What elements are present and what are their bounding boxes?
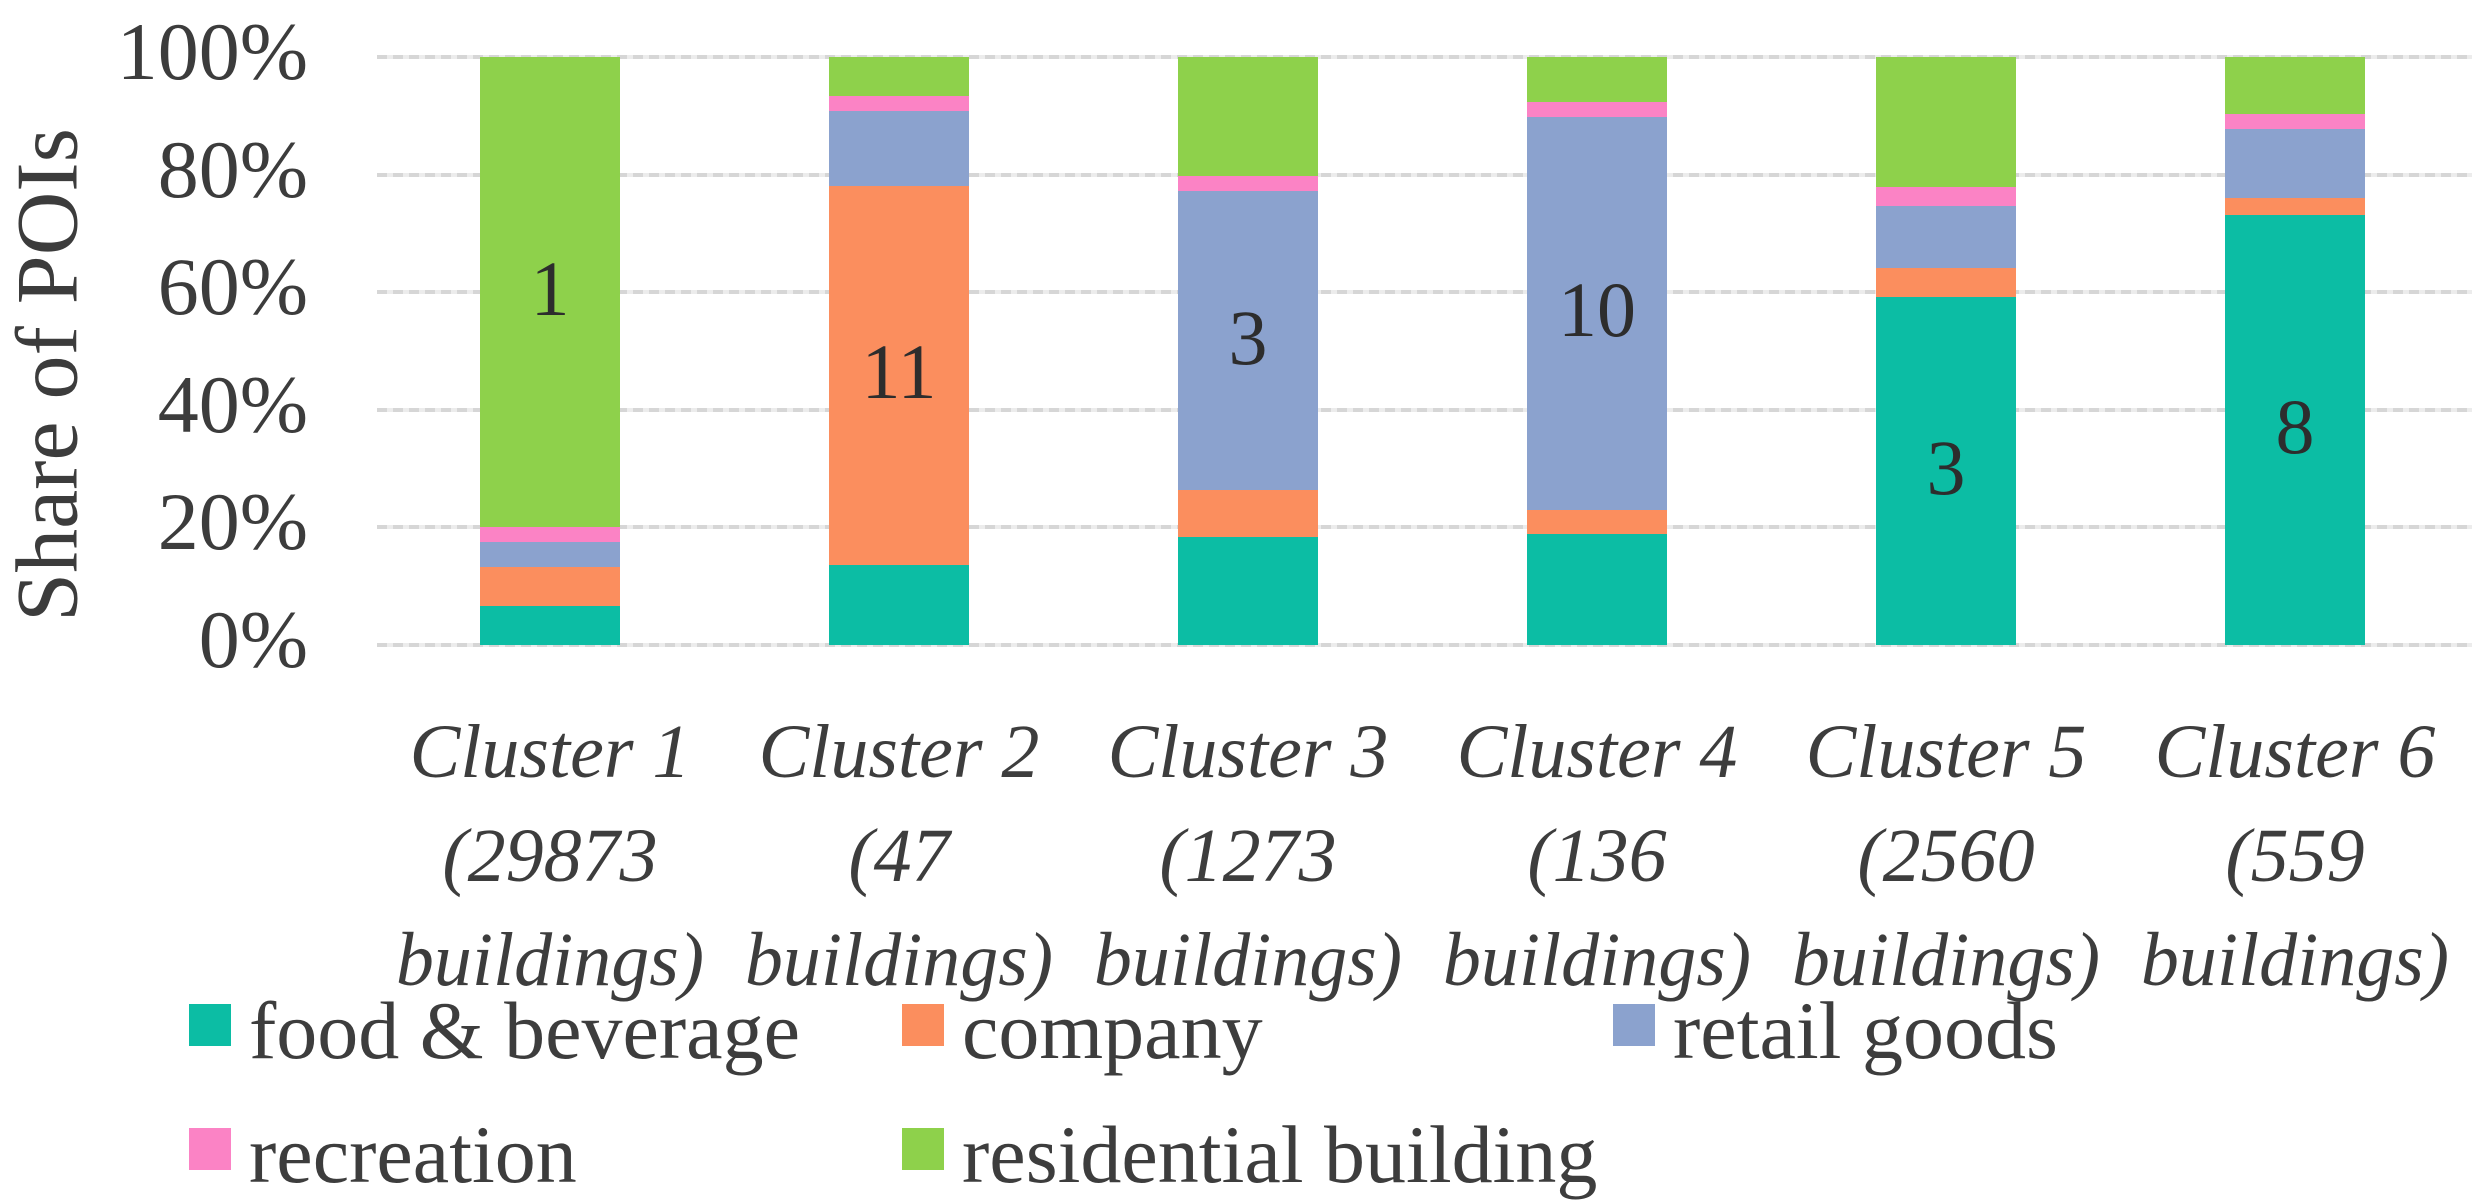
gridline xyxy=(377,55,2472,59)
bar-segment-residential-building xyxy=(2225,57,2365,115)
bar-value-label: 3 xyxy=(1926,423,1966,511)
x-axis-label: Cluster 3 (1273 buildings) xyxy=(1048,700,1448,1012)
x-axis-label-line: buildings) xyxy=(1791,918,2101,1002)
legend-item: company xyxy=(902,990,1263,1072)
bar-segment-company xyxy=(2225,198,2365,216)
x-axis-label: Cluster 1 (29873 buildings) xyxy=(350,700,750,1012)
bar-segment-recreation xyxy=(1178,176,1318,192)
bar-value-label: 8 xyxy=(2275,383,2315,471)
x-axis-label-line: (2560 xyxy=(1857,814,2035,898)
bar-segment-retail-goods xyxy=(480,542,620,567)
x-axis-label-line: buildings) xyxy=(395,918,705,1002)
legend-swatch-food-beverage xyxy=(189,1004,231,1046)
legend-swatch-recreation xyxy=(189,1128,231,1170)
bar-segment-retail-goods xyxy=(1876,206,2016,269)
x-axis-label-line: Cluster 6 xyxy=(2154,710,2436,794)
x-axis-label: Cluster 2 (47 buildings) xyxy=(699,700,1099,1012)
legend-label: company xyxy=(962,985,1263,1076)
bar-segment-retail-goods xyxy=(1178,191,1318,491)
bar-value-label: 3 xyxy=(1228,293,1268,381)
bar-segment-retail-goods xyxy=(2225,129,2365,199)
gridline xyxy=(377,407,2472,412)
legend-item: residential building xyxy=(902,1114,1597,1196)
bar-segment-food-beverage xyxy=(829,565,969,645)
gridline xyxy=(377,643,2472,647)
x-axis-label-line: buildings) xyxy=(1093,918,1403,1002)
bar-value-label: 10 xyxy=(1558,266,1636,354)
x-axis-label-line: Cluster 1 xyxy=(409,710,691,794)
x-axis-label-line: (136 xyxy=(1527,814,1667,898)
x-axis-label-line: Cluster 3 xyxy=(1107,710,1389,794)
bar-segment-residential-building xyxy=(1527,57,1667,103)
bar-segment-recreation xyxy=(2225,114,2365,130)
bar-value-label: 11 xyxy=(861,328,937,416)
legend-swatch-residential-building xyxy=(902,1128,944,1170)
legend-label: food & beverage xyxy=(249,985,800,1076)
bar-segment-retail-goods xyxy=(829,110,969,186)
bar-segment-recreation xyxy=(829,96,969,111)
gridline xyxy=(377,172,2472,177)
legend-label: retail goods xyxy=(1673,985,2058,1076)
x-axis-label-line: Cluster 2 xyxy=(758,710,1040,794)
bar-segment-company xyxy=(1527,509,1667,535)
bar-segment-food-beverage xyxy=(1876,296,2016,645)
x-axis-label-line: buildings) xyxy=(1442,918,1752,1002)
y-tick-label: 40% xyxy=(157,358,308,450)
x-axis-label-line: Cluster 5 xyxy=(1805,710,2087,794)
y-tick-label: 80% xyxy=(157,123,308,215)
gridline xyxy=(377,525,2472,530)
x-axis-label-line: (29873 xyxy=(442,814,658,898)
legend-label: residential building xyxy=(962,1109,1598,1200)
legend-swatch-company xyxy=(902,1004,944,1046)
bar-segment-residential-building xyxy=(829,57,969,97)
y-tick-label: 100% xyxy=(116,6,308,97)
x-axis-label: Cluster 5 (2560 buildings) xyxy=(1746,700,2146,1012)
x-axis-label-line: Cluster 4 xyxy=(1456,710,1738,794)
bar-segment-residential-building xyxy=(1178,57,1318,177)
bar-segment-recreation xyxy=(1527,102,1667,117)
y-tick-label: 60% xyxy=(157,241,308,333)
x-axis-label: Cluster 6 (559 buildings) xyxy=(2095,700,2488,1012)
bar-segment-company xyxy=(829,185,969,566)
y-tick-label: 0% xyxy=(198,594,308,685)
gridline xyxy=(377,290,2472,295)
bar-segment-food-beverage xyxy=(2225,215,2365,645)
x-axis-label-line: (1273 xyxy=(1159,814,1337,898)
x-axis-label-line: (559 xyxy=(2225,814,2365,898)
legend-item: recreation xyxy=(189,1114,577,1196)
bar-segment-food-beverage xyxy=(480,606,620,645)
x-axis-label: Cluster 4 (136 buildings) xyxy=(1397,700,1797,1012)
bar-segment-food-beverage xyxy=(1527,534,1667,645)
x-axis-label-line: (47 xyxy=(848,814,950,898)
bar-segment-recreation xyxy=(1876,186,2016,207)
bar-segment-residential-building xyxy=(480,57,620,528)
legend-item: retail goods xyxy=(1613,990,2058,1072)
bar-segment-residential-building xyxy=(1876,57,2016,187)
bar-segment-company xyxy=(480,566,620,607)
bar-segment-company xyxy=(1876,268,2016,297)
bar-value-label: 1 xyxy=(530,245,570,333)
bar-segment-food-beverage xyxy=(1178,536,1318,645)
bar-segment-recreation xyxy=(480,527,620,543)
legend-item: food & beverage xyxy=(189,990,800,1072)
y-tick-label: 20% xyxy=(157,476,308,568)
bar-segment-company xyxy=(1178,490,1318,537)
legend-swatch-retail-goods xyxy=(1613,1004,1655,1046)
x-axis-label-line: buildings) xyxy=(744,918,1054,1002)
x-axis-label-line: buildings) xyxy=(2140,918,2450,1002)
legend-label: recreation xyxy=(249,1109,577,1200)
bar-segment-retail-goods xyxy=(1527,116,1667,510)
